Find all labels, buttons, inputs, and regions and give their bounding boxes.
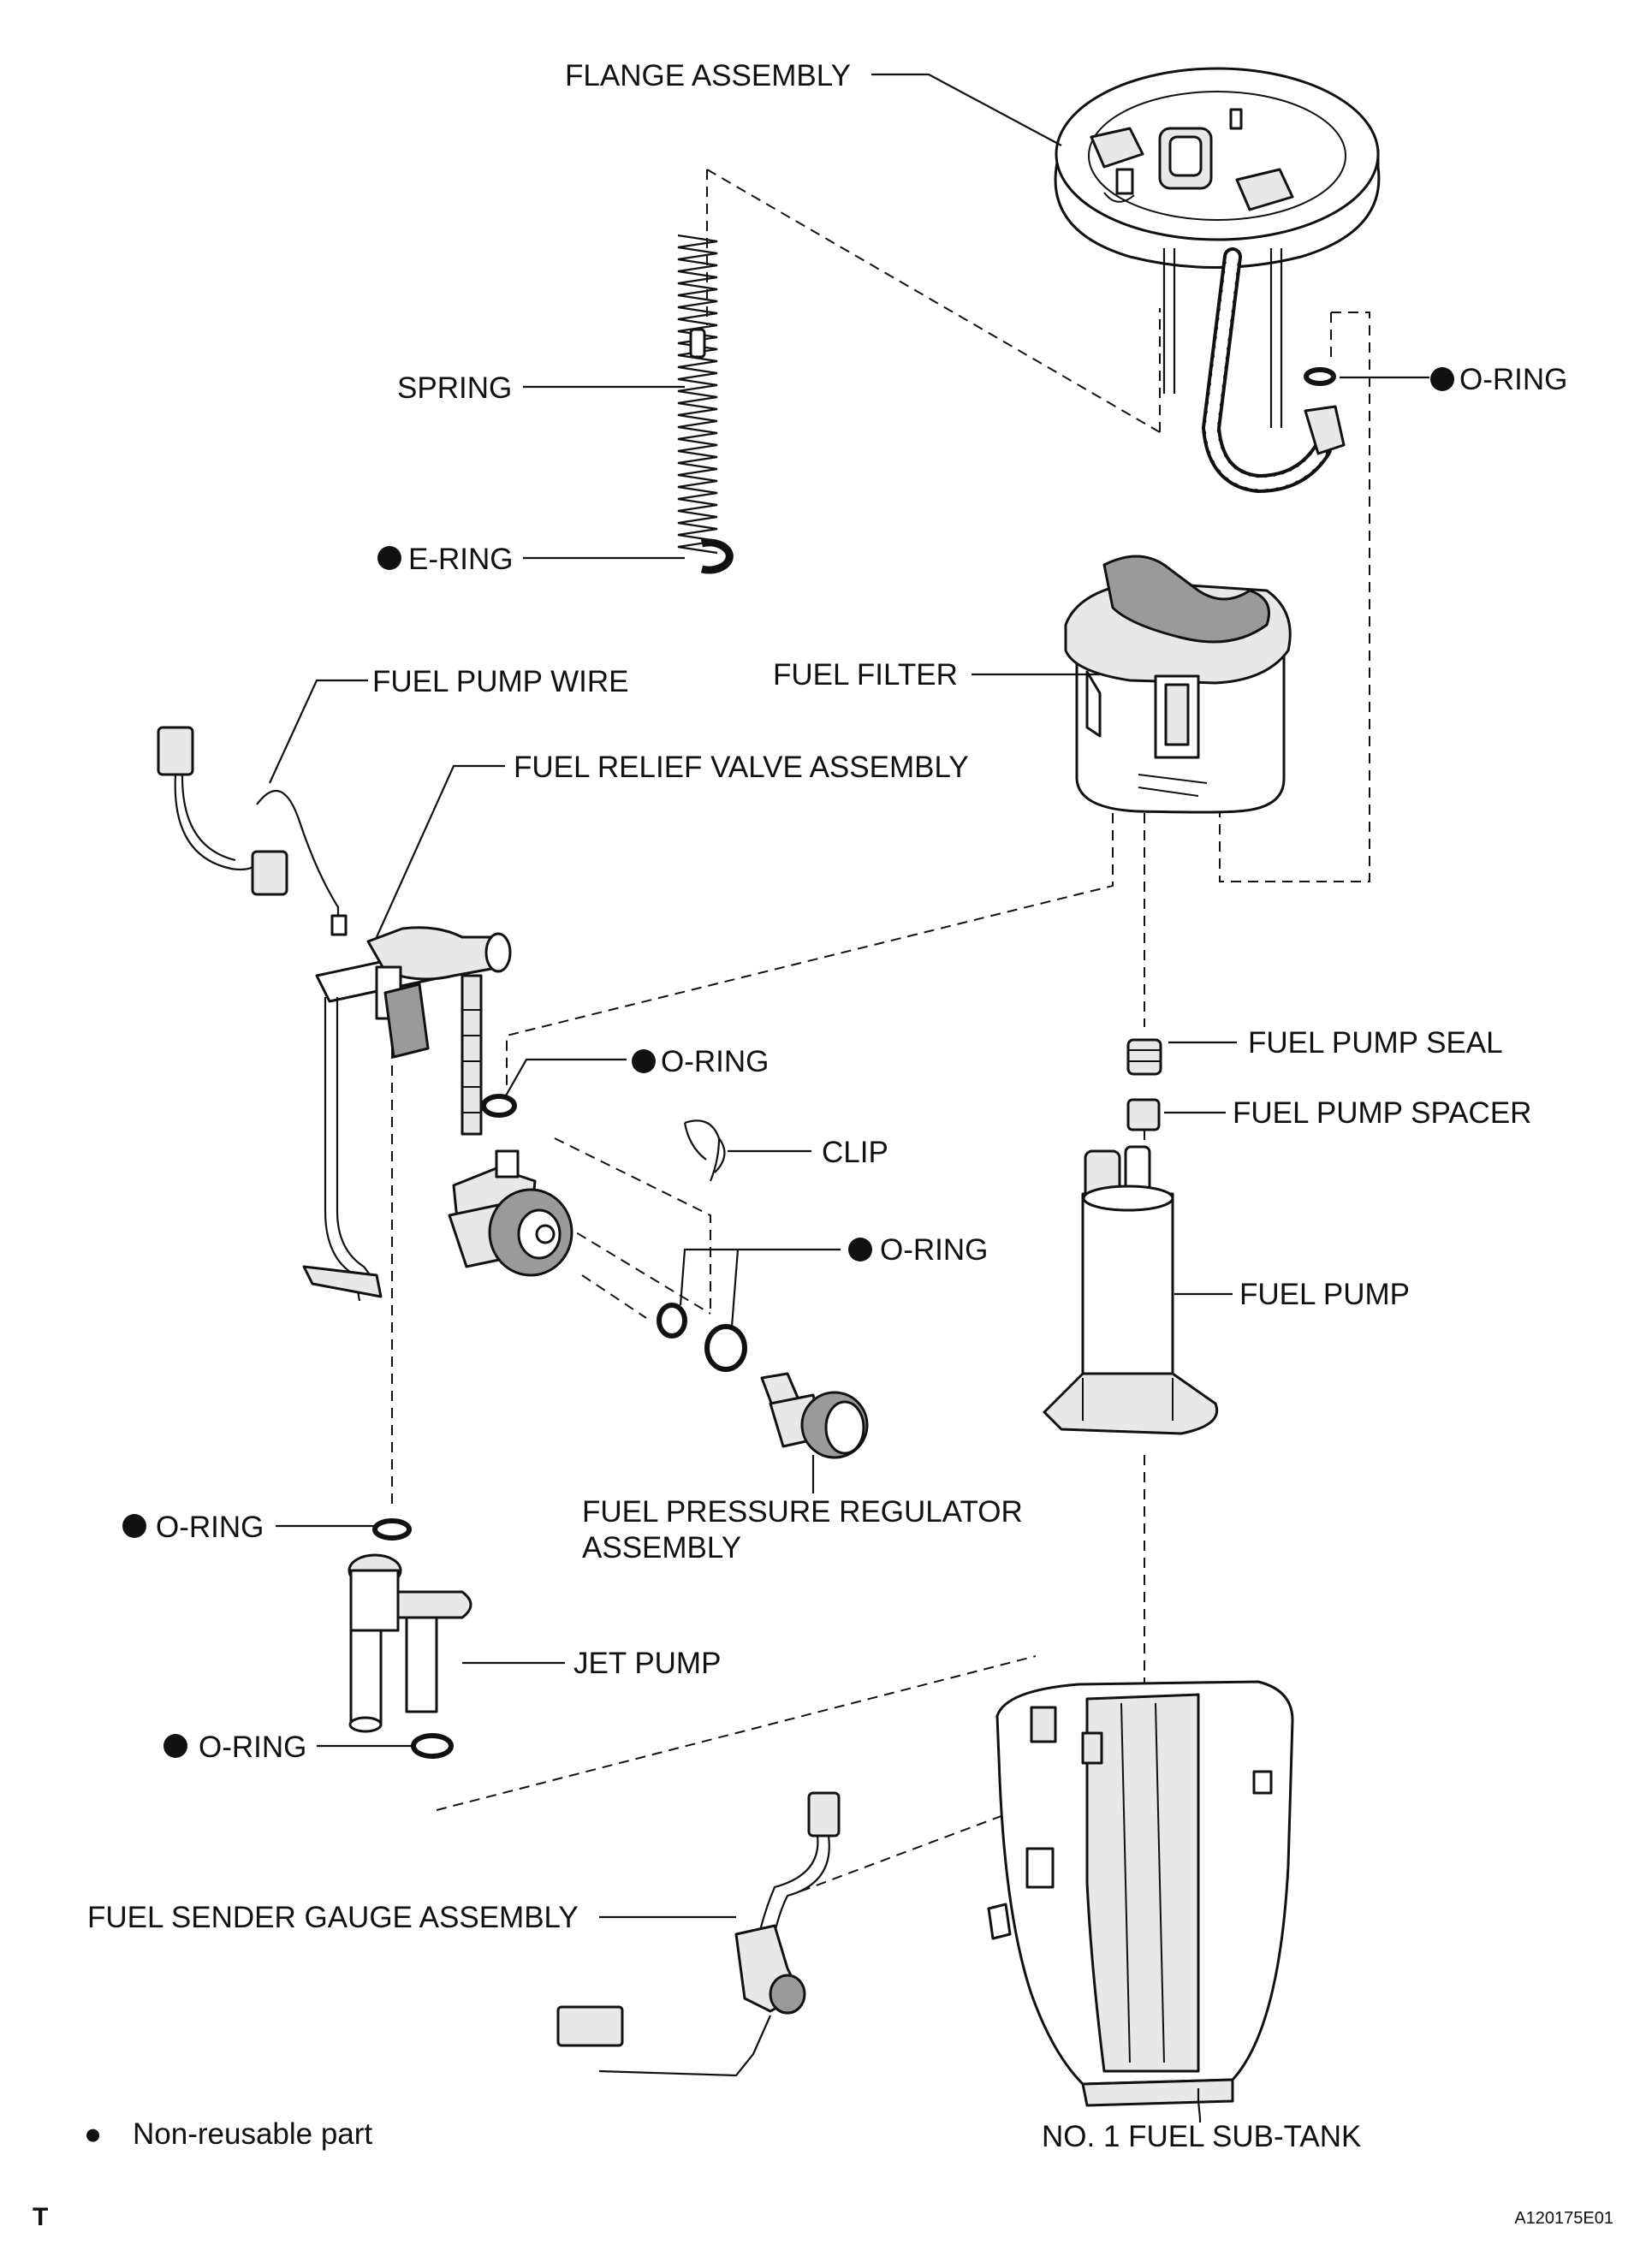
o-ring-top-part <box>1304 367 1336 386</box>
label-o-ring-relief: O-RING <box>661 1045 769 1078</box>
label-e-ring: E-RING <box>408 543 514 576</box>
label-fuel-relief-valve-assembly: FUEL RELIEF VALVE ASSEMBLY <box>514 751 969 784</box>
fuel-pump-spacer-part <box>1126 1098 1161 1131</box>
fuel-pump-wire-part <box>157 726 348 936</box>
o-ring-regulator-small-part <box>657 1303 687 1339</box>
fuel-pump-seal-part <box>1126 1038 1162 1076</box>
label-no1-fuel-sub-tank: NO. 1 FUEL SUB-TANK <box>1042 2120 1361 2153</box>
fuel-pump-part <box>1043 1145 1218 1435</box>
o-ring-regulator-large-part <box>704 1324 747 1372</box>
o-ring-relief-part <box>481 1094 517 1118</box>
fuel-pressure-regulator-part <box>760 1372 869 1493</box>
figure-code: A120175E01 <box>1514 2209 1613 2228</box>
fuel-filter-part <box>1064 555 1292 814</box>
label-fuel-pump-wire: FUEL PUMP WIRE <box>372 665 628 698</box>
corner-mark: T <box>33 2203 48 2231</box>
label-fuel-filter: FUEL FILTER <box>773 658 958 692</box>
label-o-ring-jet-top: O-RING <box>156 1511 264 1544</box>
label-fuel-pump: FUEL PUMP <box>1239 1278 1410 1311</box>
spring-part <box>677 234 718 555</box>
flange-assembly-part <box>1054 67 1381 494</box>
label-jet-pump: JET PUMP <box>573 1647 721 1680</box>
label-o-ring-jet-bottom: O-RING <box>199 1731 306 1764</box>
label-fuel-sender-gauge-assembly: FUEL SENDER GAUGE ASSEMBLY <box>87 1901 579 1934</box>
o-ring-jet-top-part <box>372 1518 412 1541</box>
legend-text: Non-reusable part <box>133 2117 372 2151</box>
label-fuel-pressure-regulator-line2: ASSEMBLY <box>582 1531 741 1564</box>
label-o-ring-top: O-RING <box>1459 363 1567 396</box>
non-reusable-markers <box>122 367 1454 1758</box>
e-ring-part <box>700 538 734 574</box>
fuel-relief-valve-assembly-part <box>302 926 573 1302</box>
fuel-sub-tank-part <box>987 1680 1294 2107</box>
label-fuel-pump-seal: FUEL PUMP SEAL <box>1248 1026 1503 1060</box>
jet-pump-part <box>348 1553 472 1733</box>
leader-lines <box>269 73 1429 2123</box>
label-o-ring-regulator: O-RING <box>880 1233 988 1267</box>
fuel-sender-gauge-part <box>556 1791 841 2077</box>
label-flange-assembly: FLANGE ASSEMBLY <box>565 59 851 92</box>
label-fuel-pump-spacer: FUEL PUMP SPACER <box>1233 1096 1531 1130</box>
legend-symbol: ● <box>84 2117 102 2151</box>
assembly-guide-lines <box>391 169 1370 1892</box>
clip-part <box>683 1119 726 1182</box>
label-spring: SPRING <box>397 371 512 405</box>
o-ring-jet-bottom-part <box>411 1733 454 1759</box>
label-fuel-pressure-regulator-line1: FUEL PRESSURE REGULATOR <box>582 1495 1023 1529</box>
label-clip: CLIP <box>822 1136 888 1169</box>
legend: ● Non-reusable part <box>84 2117 372 2151</box>
